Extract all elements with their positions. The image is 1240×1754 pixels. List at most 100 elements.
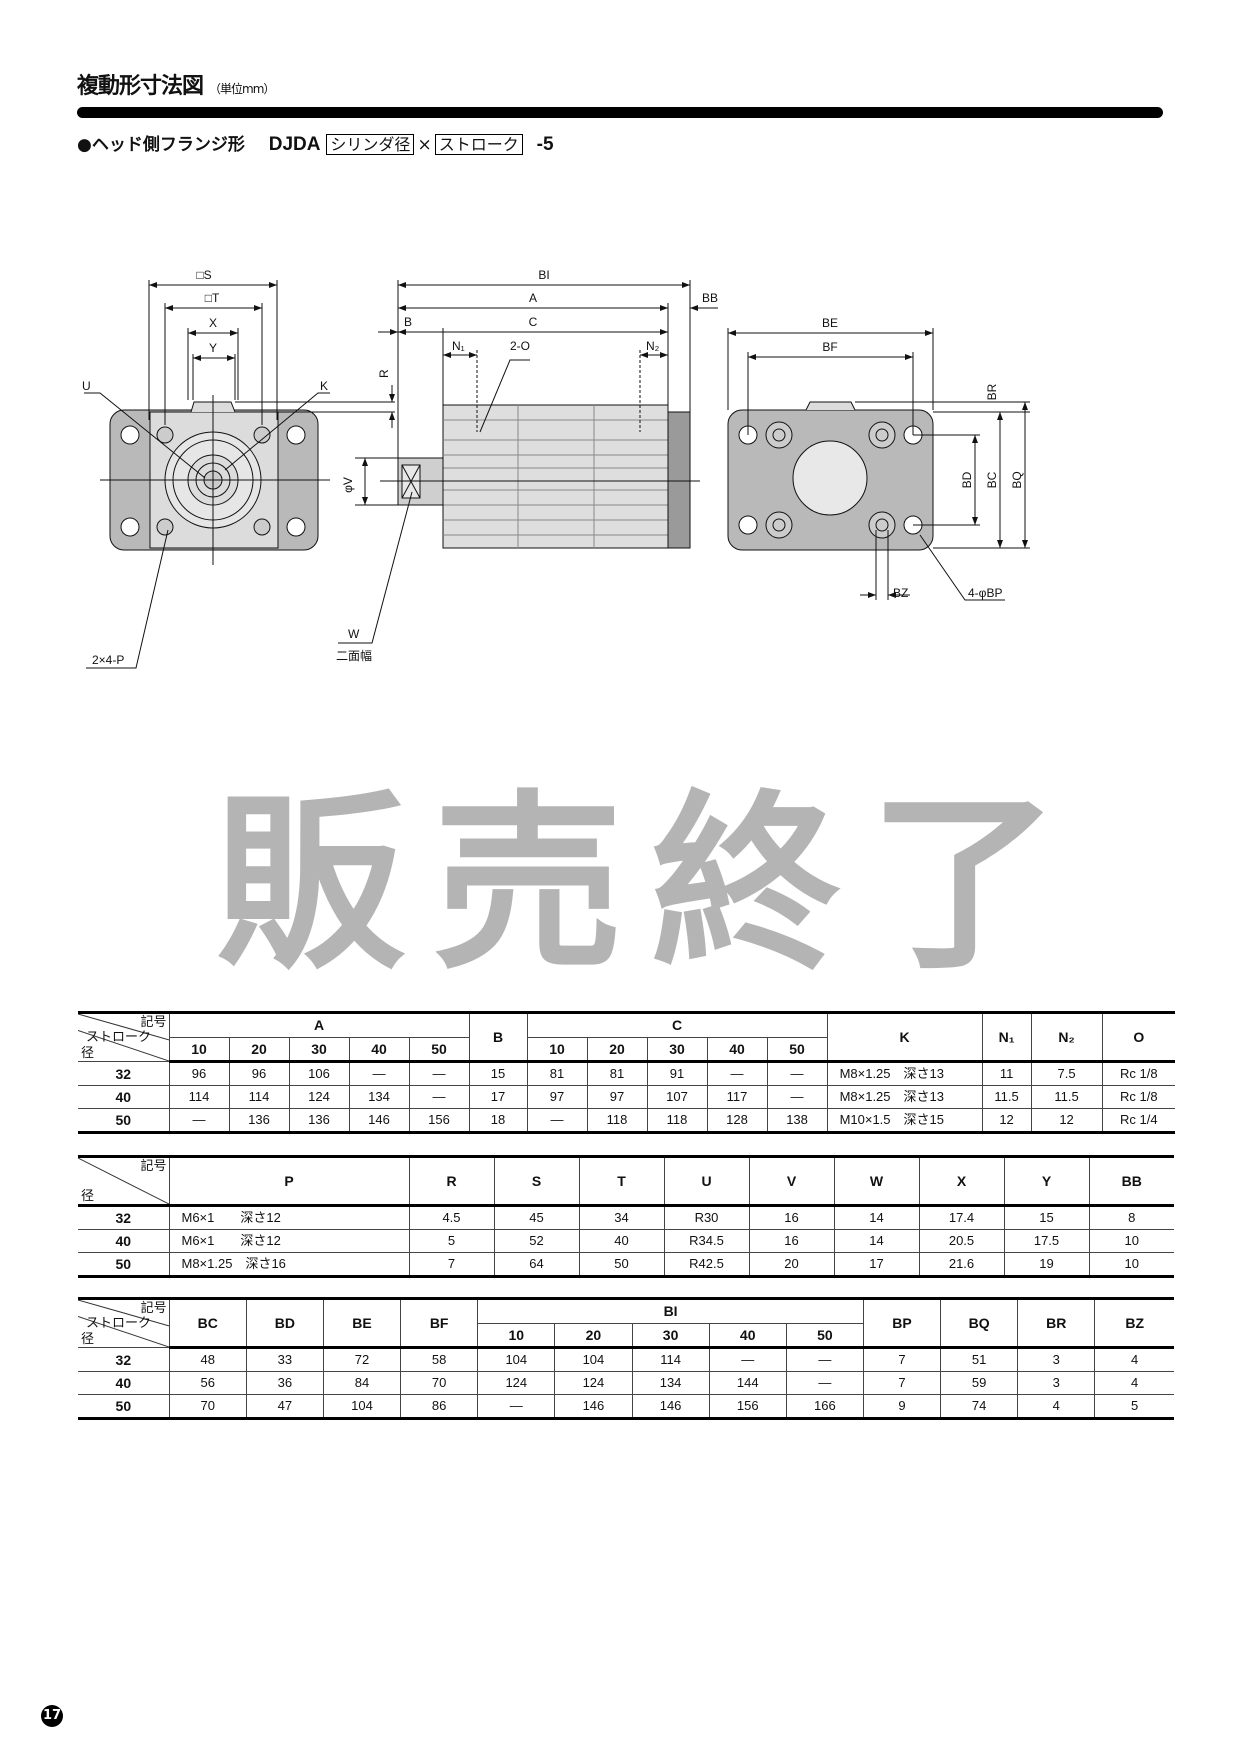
column-header: BF [400, 1298, 479, 1349]
times-sign: × [417, 135, 432, 155]
title-text: 複動形寸法図 [77, 74, 204, 99]
value-cell: 107 [646, 1085, 708, 1109]
column-header: BE [322, 1298, 402, 1349]
value-cell: 81 [586, 1061, 648, 1086]
column-header: N₂ [1030, 1012, 1103, 1063]
value-cell: 146 [631, 1394, 710, 1419]
value-cell: 136 [228, 1108, 290, 1133]
corner-bore-label: 径 [81, 1045, 95, 1060]
stroke-subheader: 20 [554, 1322, 633, 1349]
stroke-subheader: 50 [766, 1036, 828, 1063]
column-header: BP [862, 1298, 942, 1349]
value-cell: 12 [981, 1108, 1032, 1133]
column-header: B [468, 1012, 528, 1063]
stroke-subheader: 40 [708, 1322, 787, 1349]
value-cell: 16 [748, 1205, 835, 1230]
value-cell: 4 [1094, 1371, 1174, 1395]
column-header: W [833, 1156, 920, 1207]
value-cell: 156 [708, 1394, 787, 1419]
bore-size-cell: 50 [78, 1252, 170, 1277]
column-header: BI [477, 1298, 864, 1324]
value-cell: 11 [981, 1061, 1032, 1086]
value-cell: 16 [748, 1229, 835, 1253]
value-cell: 91 [646, 1061, 708, 1086]
corner-stroke-label: ストローク [86, 1315, 152, 1330]
value-cell: Rc 1/8 [1101, 1061, 1176, 1086]
label-x: X [209, 316, 217, 330]
value-cell: M8×1.25 深さ13 [826, 1085, 983, 1109]
value-cell: 4 [1017, 1394, 1096, 1419]
bore-size-cell: 50 [78, 1108, 170, 1133]
value-cell: R34.5 [663, 1229, 750, 1253]
stroke-subheader: 10 [526, 1036, 588, 1063]
bore-size-cell: 40 [78, 1229, 170, 1253]
corner-symbol-label: 記号 [140, 1158, 167, 1173]
value-cell: 70 [168, 1394, 247, 1419]
value-cell: M6×1 深さ12 [168, 1229, 410, 1253]
value-cell: 118 [586, 1108, 648, 1133]
value-cell: 59 [940, 1371, 1019, 1395]
value-cell: 4 [1094, 1347, 1174, 1372]
value-cell: 166 [785, 1394, 864, 1419]
bore-size-cell: 40 [78, 1371, 170, 1395]
value-cell: 70 [400, 1371, 479, 1395]
value-cell: 5 [408, 1229, 495, 1253]
value-cell: 56 [168, 1371, 247, 1395]
value-cell: 74 [940, 1394, 1019, 1419]
value-cell: M8×1.25 深さ16 [168, 1252, 410, 1277]
discontinued-watermark: 販売終了 [215, 774, 1088, 995]
value-cell: 47 [245, 1394, 324, 1419]
label-be: BE [822, 316, 838, 330]
value-cell: Rc 1/8 [1101, 1085, 1176, 1109]
front-view [84, 280, 395, 669]
column-header: A [168, 1012, 470, 1038]
bore-size-cell: 32 [78, 1205, 170, 1230]
value-cell: — [526, 1108, 588, 1133]
value-cell: 138 [766, 1108, 828, 1133]
value-cell: 117 [706, 1085, 768, 1109]
label-v: φV [341, 477, 355, 493]
value-cell: 48 [168, 1347, 247, 1372]
value-cell: — [408, 1085, 470, 1109]
label-p: 2×4-P [92, 653, 124, 667]
stroke-subheader: 20 [228, 1036, 290, 1063]
value-cell: — [708, 1347, 787, 1372]
value-cell: 136 [288, 1108, 350, 1133]
model-heading: ●ヘッド側フランジ形 DJDA シリンダ径×ストローク -5 [77, 134, 554, 156]
value-cell: 146 [554, 1394, 633, 1419]
column-header: K [826, 1012, 983, 1063]
value-cell: 3 [1017, 1347, 1096, 1372]
value-cell: 104 [554, 1347, 633, 1372]
value-cell: 58 [400, 1347, 479, 1372]
value-cell: 124 [554, 1371, 633, 1395]
label-t: □T [205, 291, 220, 305]
value-cell: 144 [708, 1371, 787, 1395]
value-cell: 104 [477, 1347, 556, 1372]
stroke-subheader: 40 [348, 1036, 410, 1063]
value-cell: 114 [168, 1085, 230, 1109]
label-s: □S [196, 268, 211, 282]
value-cell: 19 [1003, 1252, 1090, 1277]
value-cell: 14 [833, 1229, 920, 1253]
page-number: 17 [41, 1705, 63, 1727]
label-bq: BQ [1010, 471, 1024, 488]
column-header: BC [168, 1298, 247, 1349]
column-header: U [663, 1156, 750, 1207]
value-cell: 7 [862, 1347, 942, 1372]
value-cell: 50 [578, 1252, 665, 1277]
bore-size-cell: 40 [78, 1085, 170, 1109]
label-n2: N₂ [646, 339, 660, 353]
label-b: B [404, 315, 412, 329]
stroke-subheader: 50 [785, 1322, 864, 1349]
value-cell: 34 [578, 1205, 665, 1230]
value-cell: 81 [526, 1061, 588, 1086]
stroke-subheader: 30 [646, 1036, 708, 1063]
value-cell: 21.6 [918, 1252, 1005, 1277]
value-cell: 10 [1088, 1252, 1174, 1277]
model-code: DJDA [268, 134, 321, 155]
